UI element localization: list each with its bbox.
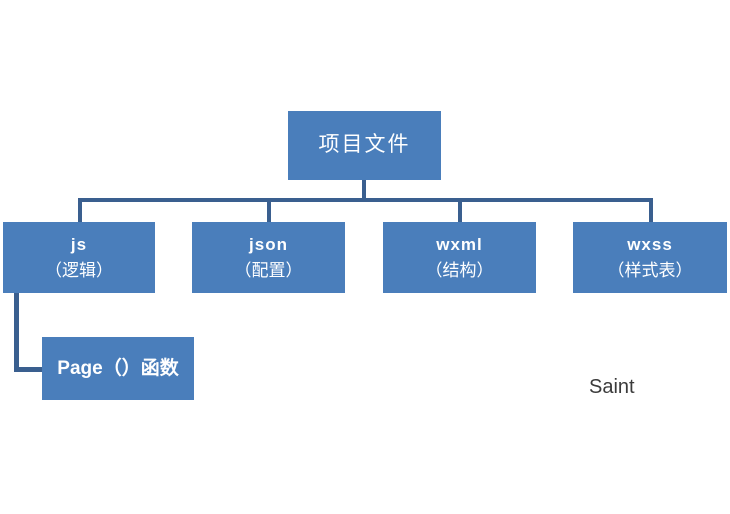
node-wxss-label: wxss [627, 235, 673, 255]
connector-horizontal-bus [78, 198, 653, 202]
node-js[interactable]: js （逻辑） [3, 222, 155, 293]
connector-drop-wxml [458, 198, 462, 223]
connector-js-to-page-vertical [14, 293, 19, 372]
node-json-label: json [249, 235, 288, 255]
node-wxss-sublabel: （样式表） [607, 260, 693, 280]
node-project-file[interactable]: 项目文件 [288, 111, 441, 180]
node-wxml-label: wxml [436, 235, 483, 255]
node-wxml[interactable]: wxml （结构） [383, 222, 536, 293]
connector-root-stem [362, 180, 366, 202]
connector-drop-wxss [649, 198, 653, 223]
node-json-sublabel: （配置） [234, 260, 303, 280]
watermark-text: Saint [589, 376, 635, 398]
node-js-label: js [70, 235, 88, 255]
node-js-sublabel: （逻辑） [45, 260, 113, 280]
node-wxml-sublabel: （结构） [425, 260, 494, 280]
node-json[interactable]: json （配置） [192, 222, 345, 293]
node-project-file-label: 项目文件 [318, 133, 411, 157]
node-page-function[interactable]: Page（）函数 [42, 337, 194, 400]
connector-drop-json [267, 198, 271, 223]
connector-drop-js [78, 198, 82, 223]
connector-js-to-page-horizontal [14, 367, 45, 372]
node-page-function-label: Page（）函数 [57, 357, 179, 379]
node-wxss[interactable]: wxss （样式表） [573, 222, 727, 293]
